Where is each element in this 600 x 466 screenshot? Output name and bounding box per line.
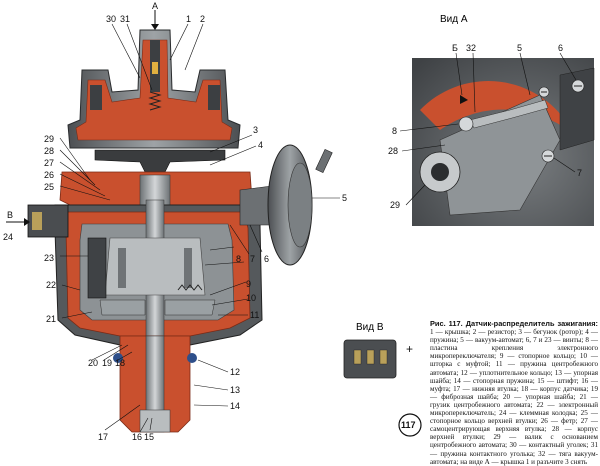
callout-17: 17 bbox=[98, 432, 108, 442]
page-number-badge: 117 bbox=[398, 413, 422, 437]
vacuum-advance-face bbox=[287, 162, 313, 248]
arrow-b-head bbox=[24, 218, 30, 226]
callout-31: 31 bbox=[120, 14, 130, 24]
callout-12: 12 bbox=[230, 367, 240, 377]
arrow-b-label: В bbox=[7, 210, 13, 220]
callout-23: 23 bbox=[44, 253, 54, 263]
view-a-callout-28: 28 bbox=[388, 146, 398, 156]
callout-5: 5 bbox=[342, 193, 347, 203]
view-a-callout-29: 29 bbox=[390, 200, 400, 210]
view-b-pin-left bbox=[353, 349, 362, 365]
callout-8: 8 bbox=[236, 254, 241, 264]
callout-3: 3 bbox=[253, 125, 258, 135]
callout-13: 13 bbox=[230, 385, 240, 395]
page-number: 117 bbox=[401, 420, 416, 430]
callout-24: 24 bbox=[3, 232, 13, 242]
callout-20: 20 bbox=[88, 358, 98, 368]
terminal-pins bbox=[32, 212, 42, 230]
view-b: Вид В + bbox=[343, 322, 413, 379]
callout-21: 21 bbox=[46, 314, 56, 324]
view-a-callout-32: 32 bbox=[466, 43, 476, 53]
callout-27: 27 bbox=[44, 158, 54, 168]
callout-11: 11 bbox=[250, 310, 259, 320]
callout-19: 19 bbox=[102, 358, 112, 368]
view-a: Вид А Б 32 5 6 8 28 7 29 bbox=[388, 14, 595, 226]
view-a-callout-b: Б bbox=[452, 43, 458, 53]
shutter-slot-right bbox=[184, 248, 192, 288]
view-a-callout-6: 6 bbox=[558, 43, 563, 53]
view-b-title: Вид В bbox=[356, 322, 384, 333]
callout-14: 14 bbox=[230, 401, 240, 411]
view-b-pin-mid bbox=[366, 349, 375, 365]
callout-15: 15 bbox=[144, 432, 154, 442]
hall-sensor bbox=[87, 237, 107, 299]
view-a-housing-outer bbox=[559, 67, 595, 151]
caption-title: Рис. 117. Датчик-распределитель зажигани… bbox=[430, 319, 598, 328]
right-tower-insert bbox=[208, 85, 220, 110]
view-a-vacuum-rod bbox=[469, 99, 549, 129]
left-tower-insert bbox=[90, 85, 102, 110]
centrifugal-weight-left bbox=[99, 299, 146, 316]
centrifugal-weight-right bbox=[164, 299, 216, 316]
callout-30: 30 bbox=[106, 14, 116, 24]
arrow-a-label: А bbox=[152, 1, 158, 11]
centrifugal-spring bbox=[177, 284, 203, 291]
view-a-callout-8: 8 bbox=[392, 126, 397, 136]
carbon-brush-spring bbox=[148, 91, 162, 111]
rotor bbox=[94, 149, 226, 173]
main-callout-labels: А В 1 2 3 4 5 6 7 8 9 10 11 12 13 14 15 … bbox=[3, 1, 347, 442]
view-a-plate bbox=[439, 94, 561, 216]
callout-10: 10 bbox=[246, 293, 256, 303]
view-a-pivot bbox=[458, 116, 474, 132]
view-a-shaft-inner bbox=[431, 163, 449, 181]
distributor-diagram: А В 1 2 3 4 5 6 7 8 9 10 11 12 13 14 15 … bbox=[3, 1, 595, 442]
callout-25: 25 bbox=[44, 182, 54, 192]
shutter bbox=[104, 237, 206, 296]
caption-body: 1 — крышка; 2 — резистор; 3 — бегунок (р… bbox=[430, 328, 598, 466]
view-a-title: Вид А bbox=[440, 14, 468, 25]
o-ring-right bbox=[187, 353, 197, 363]
o-ring-left bbox=[113, 353, 123, 363]
callout-28: 28 bbox=[44, 146, 54, 156]
callout-1: 1 bbox=[186, 14, 191, 24]
coupling bbox=[139, 409, 171, 433]
figure-caption: Рис. 117. Датчик-распределитель зажигани… bbox=[430, 319, 598, 465]
main-section-view bbox=[6, 10, 333, 433]
view-b-plus: + bbox=[406, 342, 413, 356]
callout-29: 29 bbox=[44, 134, 54, 144]
callout-26: 26 bbox=[44, 170, 54, 180]
shutter-slot-left bbox=[118, 248, 126, 288]
callout-2: 2 bbox=[200, 14, 205, 24]
callout-leaders bbox=[59, 23, 340, 433]
callout-7: 7 bbox=[250, 254, 255, 264]
view-a-callout-5: 5 bbox=[517, 43, 522, 53]
callout-22: 22 bbox=[46, 280, 56, 290]
callout-9: 9 bbox=[246, 279, 251, 289]
view-a-callout-7: 7 bbox=[577, 168, 582, 178]
callout-16: 16 bbox=[132, 432, 142, 442]
callout-4: 4 bbox=[258, 140, 263, 150]
view-a-mark-b bbox=[460, 95, 468, 104]
vacuum-nipple bbox=[315, 148, 333, 174]
callout-18: 18 bbox=[115, 358, 125, 368]
arrow-a-head bbox=[151, 24, 159, 30]
callout-6: 6 bbox=[264, 254, 269, 264]
resistor bbox=[152, 62, 158, 74]
view-b-pin-right bbox=[379, 349, 388, 365]
